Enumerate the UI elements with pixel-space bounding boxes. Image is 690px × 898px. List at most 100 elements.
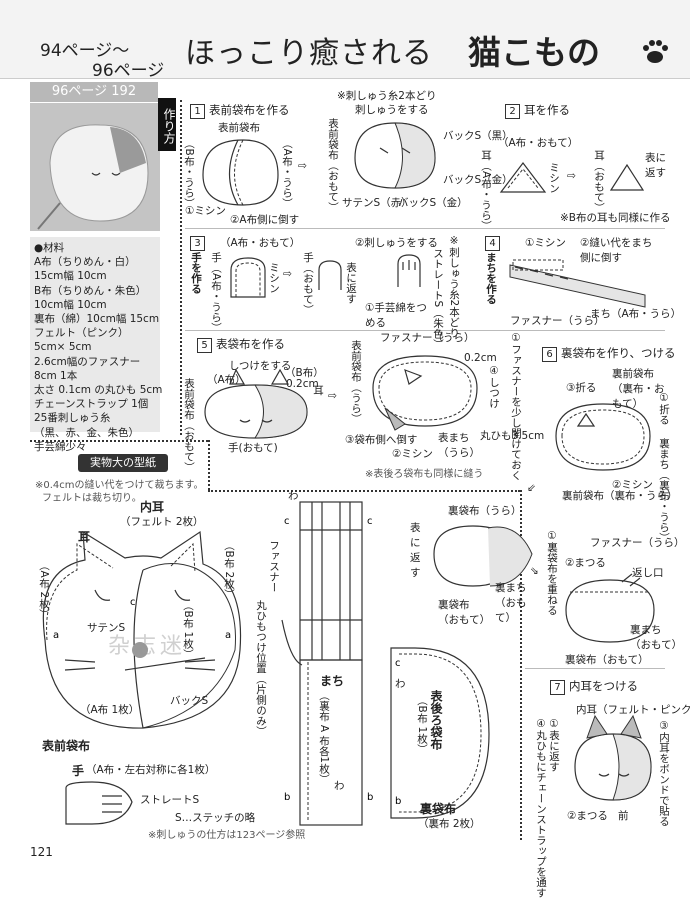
front-pattern-diagram: c a a <box>42 530 242 729</box>
pattern-label: 内耳 <box>140 500 165 514</box>
watermark: 杂志迷 <box>108 634 187 659</box>
page-range-start: 94ページ～ <box>40 41 130 61</box>
material-item: 手芸綿少々 <box>34 440 87 453</box>
paw-icon <box>643 40 668 63</box>
label: 表に返す <box>410 522 421 579</box>
material-item: B布（ちりめん・朱色） <box>34 284 147 297</box>
label: 前 <box>618 810 629 822</box>
pattern-label: 表後ろ袋布 <box>429 690 443 750</box>
svg-text:c: c <box>130 597 136 608</box>
pattern-label: （A布 1枚） <box>80 704 140 716</box>
step-number: 1 <box>190 104 205 119</box>
pattern-label: 耳 <box>78 530 91 544</box>
pattern-label: S…ステッチの略 <box>175 812 256 824</box>
label: 表に返す <box>645 152 666 179</box>
label: （A布・うら） <box>281 138 293 209</box>
label: 裏袋布（おもて） <box>438 599 491 626</box>
label: サテンS（赤） <box>342 197 412 209</box>
label: ③袋布側へ倒す <box>345 434 418 446</box>
label: 表前袋布 <box>218 122 260 134</box>
step-3-header: 3 <box>190 235 209 251</box>
gusset-diagram <box>509 259 646 308</box>
label: 手（A布・うら） <box>210 252 222 333</box>
material-item: 15cm幅 10cm <box>34 270 107 283</box>
label: 裏前袋布（裏布・うら） <box>562 490 678 502</box>
step-number: 3 <box>190 236 205 251</box>
pattern-label: まち <box>320 674 345 688</box>
note-label: ※表後ろ袋布も同様に縫う <box>365 469 484 480</box>
step-title: 手を作る <box>190 252 202 294</box>
label: 表前袋布（うら） <box>350 340 362 424</box>
label: 裏袋布（うら） <box>448 505 522 517</box>
label: ②ミシン <box>392 448 433 460</box>
back-pattern-diagram: c b <box>390 647 490 819</box>
page-title-bold: 猫こもの <box>468 33 600 72</box>
label: （A布・おもて） <box>220 237 301 249</box>
arrow-icon: ⇨ <box>328 390 337 402</box>
dotted-divider <box>180 100 182 435</box>
pattern-label: ストレートS <box>140 794 200 806</box>
arrow-icon: ⇘ <box>530 565 539 577</box>
pattern-label: （B布 1枚） <box>416 695 428 755</box>
label: ①ミシン <box>185 205 226 217</box>
step-6-lining-diagram <box>555 403 651 471</box>
cat-pouch-image <box>30 103 160 231</box>
label: 丸ひも3.5cm <box>480 430 545 442</box>
material-item: 太さ 0.1cm の丸ひも 5cm <box>34 384 163 397</box>
step-number: 6 <box>542 347 557 362</box>
svg-text:c: c <box>367 516 373 527</box>
step-title: まちを作る <box>485 252 497 305</box>
gusset-pattern-diagram: c c b b <box>281 501 373 826</box>
label: ミシン <box>268 262 280 294</box>
pattern-label: わ <box>334 780 345 792</box>
pattern-label: わ <box>395 678 406 690</box>
svg-text:c: c <box>395 658 401 669</box>
svg-text:c: c <box>284 516 290 527</box>
howto-label: 作り方 <box>158 98 176 151</box>
label: バックS（黒） <box>443 130 513 142</box>
step-title: 耳を作る <box>524 103 570 117</box>
material-item: 5cm× 5cm <box>34 341 92 354</box>
dotted-divider <box>208 490 520 492</box>
label: まち（A布・うら） <box>590 308 682 320</box>
label: ①ファスナーを少し開けておく <box>510 332 522 481</box>
pattern-label: 手 <box>72 764 85 778</box>
step-1-diagram <box>202 139 279 206</box>
step-number: 2 <box>505 104 520 119</box>
pattern-label: （フェルト 2枚） <box>120 516 204 528</box>
svg-text:b: b <box>367 792 373 803</box>
pattern-label: （裏布 2枚） <box>418 818 481 830</box>
label: 裏まち（裏布・うら） <box>658 438 670 543</box>
note-label: フェルトは裁ち切り。 <box>42 493 142 504</box>
hand-pattern-diagram <box>65 781 133 825</box>
material-item: フェルト（ピンク） <box>34 327 129 340</box>
svg-text:a: a <box>225 630 231 641</box>
label: ミシン <box>548 162 560 194</box>
ear-result-diagram <box>609 163 645 191</box>
page-header <box>0 0 690 79</box>
step-6-closing-diagram <box>565 573 655 643</box>
label: ④しつけ <box>488 365 500 409</box>
label: 耳（A布・うら） <box>480 150 492 231</box>
step-number: 5 <box>197 338 212 353</box>
note-label: ※B布の耳も同様に作る <box>560 212 671 224</box>
step-number: 7 <box>550 680 565 695</box>
step-number: 4 <box>485 236 500 251</box>
label: 裏袋布（おもて） <box>565 654 649 666</box>
material-item: A布（ちりめん・白） <box>34 256 136 269</box>
ear-diagram <box>499 162 547 193</box>
step-title: 表前袋布を作る <box>209 103 290 117</box>
label: 裏まち（おもて） <box>630 624 683 651</box>
note-label: ※刺しゅう糸2本どり <box>448 235 460 338</box>
label: 0.2cm <box>286 378 319 390</box>
label: （A布） <box>207 374 246 386</box>
material-item: 8cm 1本 <box>34 369 78 382</box>
label: 表前袋布（おもて） <box>327 118 339 213</box>
dotted-divider <box>30 440 208 442</box>
label: 裏まち（おもて） <box>495 582 527 624</box>
label: ②まつる <box>565 557 606 569</box>
material-item: （黒、赤、金、朱色） <box>34 426 139 439</box>
page-title: ほっこり癒される <box>185 36 433 71</box>
step-4-header: 4 <box>485 235 504 251</box>
pattern-label: （B布 2枚） <box>223 540 235 600</box>
